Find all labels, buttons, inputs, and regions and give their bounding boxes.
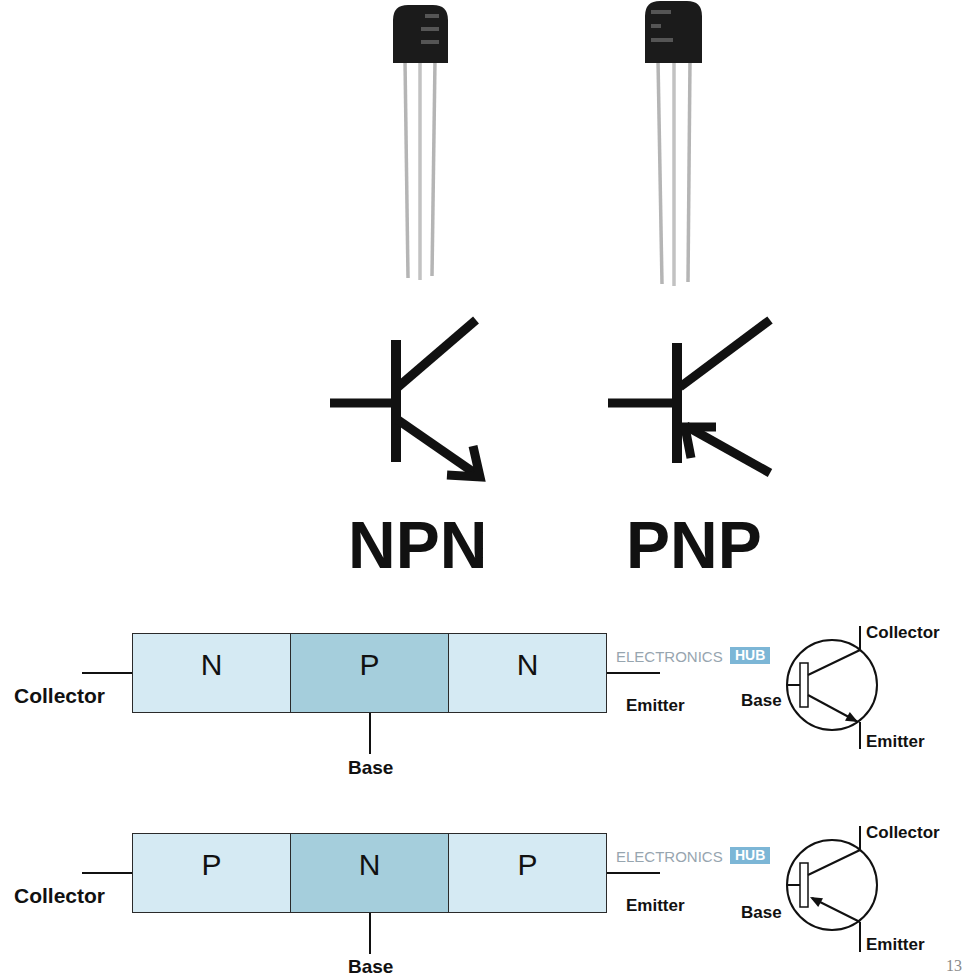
terminal-label: Emitter: [866, 733, 925, 752]
semiconductor-region: N: [132, 633, 291, 713]
terminal-label: Base: [348, 758, 393, 779]
terminal-label: Emitter: [626, 697, 685, 716]
transistor-photo: [645, 1, 702, 286]
region-letter: P: [517, 850, 537, 896]
npn-symbol: [330, 320, 480, 477]
semiconductor-region: P: [448, 833, 607, 913]
type-label: NPN: [348, 512, 487, 578]
region-letter: N: [201, 650, 223, 696]
terminal-label: Emitter: [866, 936, 925, 955]
transistor-photo: [393, 5, 448, 280]
semiconductor-region: N: [290, 833, 449, 913]
npn-circle-symbol: [787, 626, 877, 749]
region-letter: P: [359, 650, 379, 696]
watermark: ELECTRONICS: [616, 849, 723, 866]
type-label: PNP: [626, 512, 762, 578]
terminal-label: Collector: [866, 824, 940, 843]
watermark: ELECTRONICS: [616, 649, 723, 666]
terminal-label: Collector: [14, 884, 105, 907]
pnp-circle-symbol: [787, 826, 877, 952]
region-letter: N: [359, 850, 381, 896]
terminal-label: Base: [741, 692, 782, 711]
watermark: HUB: [730, 847, 770, 864]
region-letter: P: [201, 850, 221, 896]
terminal-label: Base: [348, 957, 393, 978]
semiconductor-region: P: [132, 833, 291, 913]
semiconductor-region: P: [290, 633, 449, 713]
terminal-label: Base: [741, 904, 782, 923]
semiconductor-region: N: [448, 633, 607, 713]
watermark: HUB: [730, 647, 770, 664]
terminal-label: Collector: [14, 684, 105, 707]
page-number: 13: [946, 957, 962, 975]
pnp-symbol: [608, 320, 770, 473]
terminal-label: Emitter: [626, 897, 685, 916]
region-letter: N: [517, 650, 539, 696]
terminal-label: Collector: [866, 624, 940, 643]
